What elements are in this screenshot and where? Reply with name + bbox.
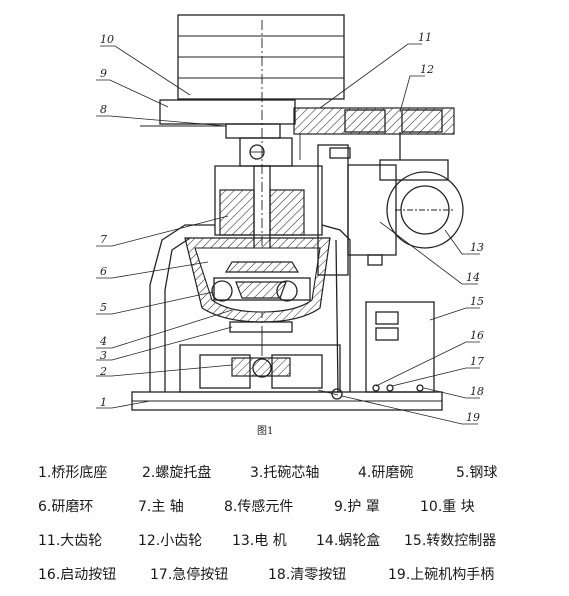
- part-number-2: 2: [99, 365, 107, 378]
- part-number-19: 19: [466, 411, 480, 424]
- legend-item: 1.桥形底座: [38, 465, 108, 481]
- legend-item: 17.急停按钮: [150, 567, 229, 583]
- part-numbers: 10 9 8 7 6 5 4 3 2 1 11 12 13 14 15 16 1…: [99, 31, 484, 424]
- motor-and-worm-box: [317, 132, 464, 276]
- weight-block: [177, 14, 345, 100]
- legend-item: 10.重 块: [420, 499, 475, 515]
- gear-assembly: [293, 107, 455, 160]
- legend-item: 12.小齿轮: [138, 533, 203, 549]
- legend-item: 11.大齿轮: [38, 533, 103, 549]
- guard-plate: [159, 99, 296, 125]
- part-number-18: 18: [470, 385, 484, 398]
- frame-outline: [149, 224, 351, 393]
- sensing-element: [140, 123, 281, 139]
- legend-row: 1.桥形底座 2.螺旋托盘 3.托碗芯轴 4.研磨碗 5.钢球: [38, 456, 558, 490]
- legend-item: 13.电 机: [232, 533, 287, 549]
- part-number-15: 15: [470, 295, 484, 308]
- legend-item: 8.传感元件: [224, 499, 294, 515]
- part-number-9: 9: [100, 67, 107, 80]
- legend-item: 3.托碗芯轴: [250, 465, 320, 481]
- rev-counter-box: [365, 301, 435, 393]
- control-buttons: [317, 384, 424, 400]
- part-number-12: 12: [420, 63, 434, 76]
- legend-item: 7.主 轴: [138, 499, 184, 515]
- legend-item: 14.蜗轮盒: [316, 533, 381, 549]
- part-number-13: 13: [470, 241, 484, 254]
- part-number-11: 11: [418, 31, 432, 44]
- part-number-17: 17: [470, 355, 484, 368]
- part-number-4: 4: [99, 335, 107, 348]
- part-number-3: 3: [100, 349, 107, 362]
- leader-lines: [96, 43, 480, 425]
- figure-caption: 图1: [257, 425, 273, 437]
- part-number-14: 14: [466, 271, 480, 284]
- part-number-5: 5: [100, 301, 107, 314]
- legend-item: 15.转数控制器: [404, 533, 497, 549]
- part-number-8: 8: [100, 103, 107, 116]
- part-number-16: 16: [470, 329, 484, 342]
- legend-item: 2.螺旋托盘: [142, 465, 212, 481]
- grinding-bowl: [184, 237, 331, 323]
- legend-item: 19.上碗机构手柄: [388, 567, 495, 583]
- legend-row: 16.启动按钮 17.急停按钮 18.清零按钮 19.上碗机构手柄: [38, 558, 558, 592]
- part-number-1: 1: [100, 396, 107, 409]
- legend-item: 16.启动按钮: [38, 567, 117, 583]
- legend-item: 18.清零按钮: [268, 567, 347, 583]
- legend-item: 9.护 罩: [334, 499, 380, 515]
- legend-item: 5.钢球: [456, 465, 498, 481]
- part-number-10: 10: [100, 33, 114, 46]
- legend-item: 6.研磨环: [38, 499, 94, 515]
- parts-legend: 1.桥形底座 2.螺旋托盘 3.托碗芯轴 4.研磨碗 5.钢球 6.研磨环 7.…: [38, 456, 558, 592]
- lower-assembly: [179, 321, 341, 393]
- part-number-7: 7: [100, 233, 107, 246]
- legend-row: 11.大齿轮 12.小齿轮 13.电 机 14.蜗轮盒 15.转数控制器: [38, 524, 558, 558]
- legend-item: 4.研磨碗: [358, 465, 414, 481]
- legend-row: 6.研磨环 7.主 轴 8.传感元件 9.护 罩 10.重 块: [38, 490, 558, 524]
- machine-drawing: 10 9 8 7 6 5 4 3 2 1 11 12 13 14 15 16 1…: [96, 14, 484, 437]
- part-number-6: 6: [100, 265, 107, 278]
